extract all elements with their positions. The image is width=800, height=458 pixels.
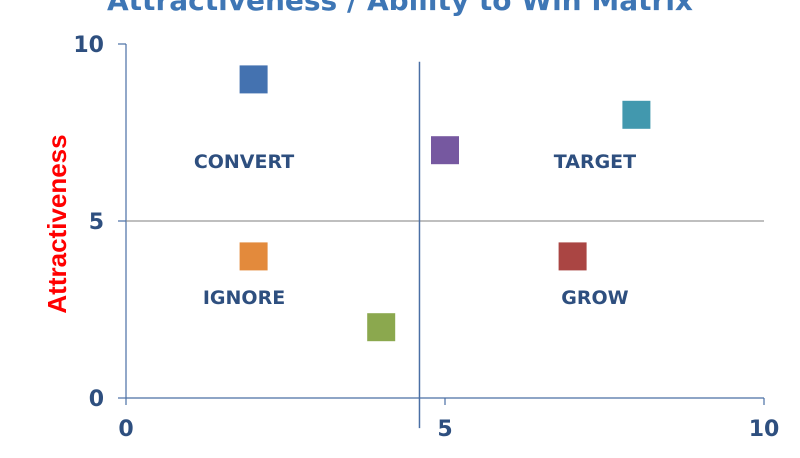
x-tick-label: 0 xyxy=(118,417,133,442)
data-point xyxy=(622,100,651,129)
quadrant-label-ignore: IGNORE xyxy=(203,287,285,309)
quadrant-dividers xyxy=(126,61,764,429)
quadrant-label-target: TARGET xyxy=(554,151,636,173)
chart-title: Attractiveness / Ability to Win Matrix xyxy=(107,0,693,17)
y-tick-label: 5 xyxy=(89,210,104,235)
data-point xyxy=(558,242,587,271)
y-tick-label: 10 xyxy=(73,33,104,58)
x-tick-label: 5 xyxy=(437,417,452,442)
data-point xyxy=(367,313,396,342)
quadrant-label-grow: GROW xyxy=(561,287,628,309)
data-point xyxy=(239,242,268,271)
tick-labels: 0 5 10 0 5 10 xyxy=(73,33,779,442)
y-tick-label: 0 xyxy=(89,387,104,412)
y-axis-label: Attractiveness xyxy=(42,134,72,313)
axes xyxy=(118,43,765,405)
x-tick-label: 10 xyxy=(749,417,780,442)
quadrant-label-convert: CONVERT xyxy=(194,151,294,173)
data-point xyxy=(431,136,459,165)
data-points xyxy=(239,65,651,342)
quadrant-labels: CONVERT TARGET IGNORE GROW xyxy=(194,151,636,309)
data-point xyxy=(239,65,268,94)
